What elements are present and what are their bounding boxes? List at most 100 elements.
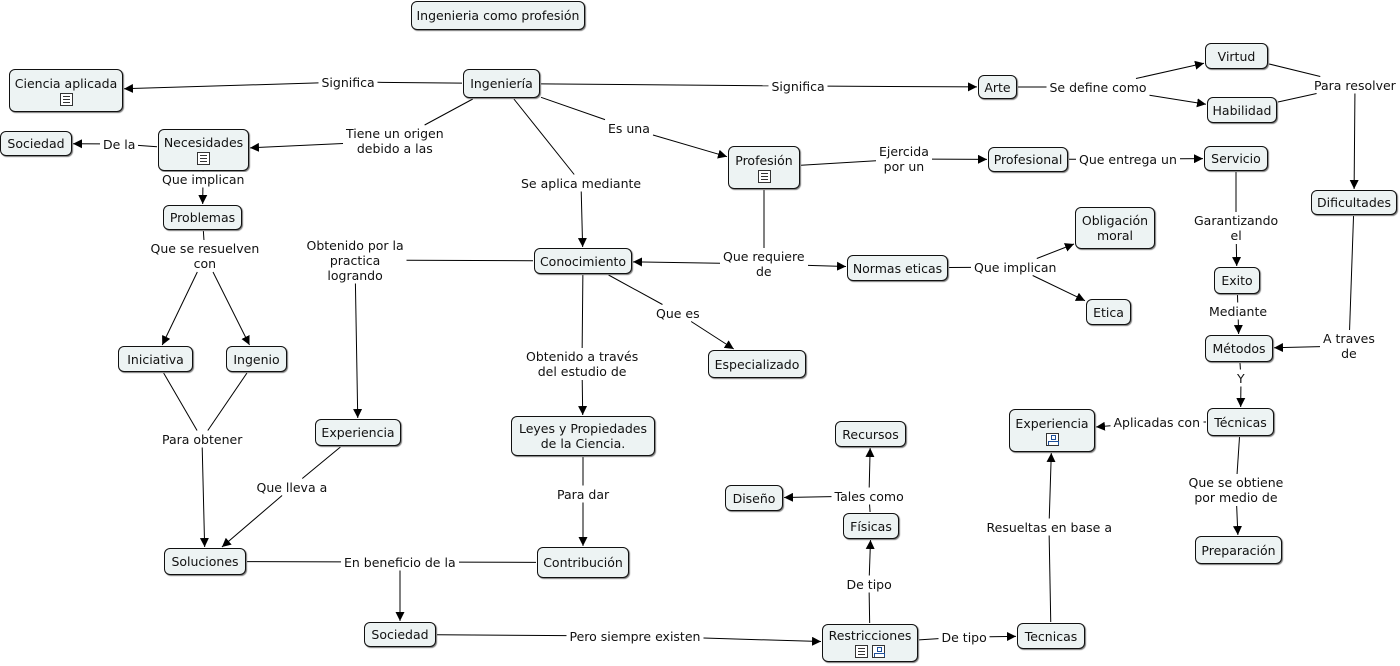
link-label: el: [1230, 228, 1242, 243]
concept-label: Ingeniería: [470, 76, 533, 91]
concept-node-contribucion[interactable]: Contribución: [537, 547, 629, 578]
link-label: Pero siempre existen: [569, 628, 701, 644]
concept-label: Virtud: [1217, 48, 1256, 64]
concept-node-problemas[interactable]: Problemas: [163, 205, 242, 230]
link-phrase-llevaa: Que lleva a: [254, 479, 330, 495]
concept-node-exito[interactable]: Exito: [1214, 267, 1260, 294]
concept-node-dificultades[interactable]: Dificultades: [1311, 190, 1397, 215]
link-label: Garantizando: [1194, 213, 1279, 228]
concept-node-etica[interactable]: Etica: [1086, 299, 1131, 325]
connector-ingenieria-l_esuna: [540, 96, 606, 121]
concept-label: Etica: [1093, 304, 1124, 320]
concept-node-fisicas[interactable]: Físicas: [843, 513, 899, 539]
concept-label: Diseño: [732, 490, 776, 506]
concept-label: Profesional: [993, 152, 1063, 167]
link-label: Resueltas en base a: [986, 519, 1112, 535]
link-label: Que implican: [162, 171, 245, 187]
document-icon[interactable]: [757, 169, 771, 183]
connector-l_aplica-conocimiento: [577, 191, 587, 248]
document-icon[interactable]: [59, 92, 73, 106]
link-label: Es una: [608, 120, 650, 136]
link-label: por un: [883, 159, 925, 174]
concept-node-normas[interactable]: Normas eticas: [847, 255, 948, 281]
connector-tecnicas2-l_resueltas: [1048, 535, 1052, 623]
concept-node-especializado[interactable]: Especializado: [708, 350, 806, 378]
concept-node-soluciones[interactable]: Soluciones: [164, 548, 246, 575]
concept-label: Leyes y Propiedades: [518, 421, 648, 436]
link-label: con: [193, 256, 217, 271]
connector-l_seobtiene-preparacion: [1233, 505, 1242, 536]
concept-node-sociedad2[interactable]: Sociedad: [364, 622, 436, 647]
resource-icons: [1045, 432, 1060, 446]
concept-node-iniciativa[interactable]: Iniciativa: [118, 346, 193, 372]
connector-experiencia1-l_llevaa: [301, 446, 341, 479]
connector-l_pararesolver-dificultades: [1349, 93, 1359, 190]
resource-icons: [196, 151, 211, 165]
document-icon[interactable]: [855, 645, 868, 658]
concept-node-necesidades[interactable]: Necesidades: [158, 129, 249, 171]
connector-ingenio-l_obtener: [207, 372, 248, 431]
concept-node-conocimiento[interactable]: Conocimiento: [534, 248, 632, 274]
connector-l_aplicadas-experiencia2: [1095, 421, 1111, 431]
concept-label: Exito: [1221, 273, 1253, 288]
concept-label: Ciencia aplicada: [14, 75, 118, 91]
concept-node-metodos[interactable]: Métodos: [1205, 335, 1273, 362]
document-icon[interactable]: [197, 152, 210, 165]
concept-node-tecnicas2[interactable]: Tecnicas: [1017, 623, 1085, 649]
concept-node-virtud[interactable]: Virtud: [1205, 43, 1268, 69]
link-label: por medio de: [1194, 490, 1278, 505]
concept-label: Servicio: [1211, 151, 1261, 166]
link-phrase-siempre: Pero siempre existen: [567, 628, 703, 644]
link-label: logrando: [327, 267, 383, 283]
connector-l_siempre-restricciones: [703, 636, 822, 646]
link-phrase-talescomo: Tales como: [832, 488, 906, 504]
concept-node-servicio[interactable]: Servicio: [1204, 146, 1268, 171]
link-label: Que es: [656, 305, 700, 321]
concept-label: Obligación: [1081, 213, 1149, 228]
connector-iniciativa-l_obtener: [163, 372, 198, 431]
concept-node-tecnicas[interactable]: Técnicas: [1207, 408, 1274, 436]
link-label: debido a las: [356, 141, 433, 156]
concept-map-icon[interactable]: [1045, 432, 1059, 446]
connector-l_resuelven-ingenio: [212, 271, 250, 346]
link-label: Significa: [321, 74, 375, 90]
concept-node-ingenio[interactable]: Ingenio: [226, 346, 287, 372]
connector-profesion-l_ejercida: [800, 160, 877, 166]
concept-node-sociedad1[interactable]: Sociedad: [0, 131, 72, 156]
link-phrase-aplicadas: Aplicadas con: [1111, 414, 1202, 430]
link-label: Para dar: [557, 486, 610, 502]
concept-label: Contribución: [543, 555, 623, 570]
link-label: En beneficio de la: [344, 554, 456, 570]
connector-l_significa2-arte: [827, 82, 978, 92]
concept-node-arte[interactable]: Arte: [978, 75, 1017, 99]
link-label: Y: [1237, 370, 1245, 386]
concept-map-icon[interactable]: [872, 645, 885, 658]
concept-node-diseno[interactable]: Diseño: [725, 485, 783, 511]
concept-node-preparacion[interactable]: Preparación: [1195, 536, 1282, 564]
resource-icons: [854, 644, 886, 658]
link-phrase-sedefine: Se define como: [1047, 79, 1149, 95]
concept-node-restricciones[interactable]: Restricciones: [822, 624, 918, 662]
concept-label: Soluciones: [171, 554, 239, 569]
concept-node-habilidad[interactable]: Habilidad: [1207, 97, 1277, 123]
link-label: Tiene un origen: [346, 126, 444, 141]
concept-node-ingenieria[interactable]: Ingeniería: [463, 69, 540, 98]
connector-conocimiento-l_practica: [406, 259, 534, 262]
concept-node-ciencia[interactable]: Ciencia aplicada: [9, 69, 123, 112]
concept-node-recursos[interactable]: Recursos: [835, 421, 906, 447]
link-label: practica: [329, 252, 381, 268]
concept-node-experiencia2[interactable]: Experiencia: [1009, 409, 1095, 452]
concept-node-profesional[interactable]: Profesional: [988, 147, 1068, 172]
link-label: Significa: [771, 78, 825, 94]
concept-node-experiencia1[interactable]: Experiencia: [315, 419, 401, 446]
concept-label: Especializado: [714, 356, 800, 372]
connector-ingenieria-l_aplica: [513, 98, 575, 175]
concept-node-profesion[interactable]: Profesión: [728, 146, 800, 189]
link-label: del estudio de: [537, 364, 627, 379]
link-phrase-implican2: Que implican: [972, 259, 1059, 275]
